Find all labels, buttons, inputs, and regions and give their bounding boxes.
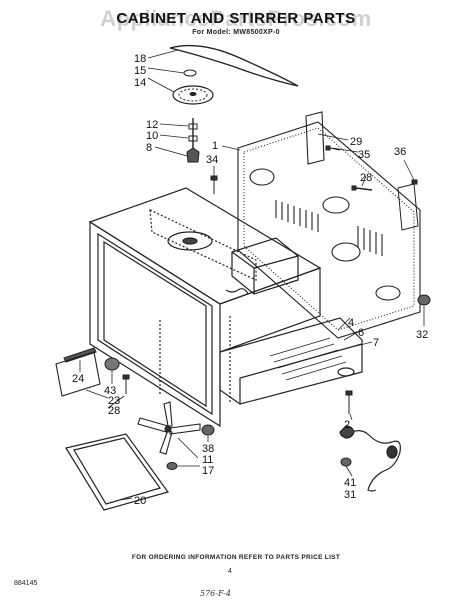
callout-41: 41 — [344, 477, 356, 489]
access-cover-23 — [55, 351, 101, 397]
oven-cabinet — [88, 187, 363, 428]
callout-36: 36 — [394, 146, 406, 158]
diagram-title: CABINET AND STIRRER PARTS — [116, 10, 356, 27]
power-cord — [339, 425, 401, 492]
callout-17: 17 — [202, 465, 214, 477]
callout-10: 10 — [146, 130, 158, 142]
callout-24: 24 — [72, 373, 84, 385]
callout-28-upper: 28 — [360, 172, 372, 184]
callout-38: 38 — [202, 443, 214, 455]
screw-28-lower — [122, 374, 130, 394]
screw-35 — [325, 145, 341, 151]
nut-17 — [166, 462, 178, 470]
callout-34: 34 — [206, 154, 218, 166]
vent-slots — [275, 200, 383, 256]
base-vents — [269, 337, 347, 381]
callout-11: 11 — [202, 454, 213, 466]
stirrer-belt — [169, 44, 299, 87]
callout-1: 1 — [212, 140, 218, 152]
callout-6: 6 — [358, 327, 364, 339]
callout-29: 29 — [350, 136, 362, 148]
nut-32 — [417, 294, 431, 306]
callout-2: 2 — [344, 419, 350, 431]
leader-lines — [79, 49, 425, 501]
callout-7: 7 — [373, 337, 379, 349]
callout-43: 43 — [104, 385, 116, 397]
callout-35: 35 — [358, 149, 370, 161]
stirrer-pulley — [183, 69, 197, 77]
handwritten-note: 576-F-4 — [200, 589, 231, 598]
screw-36 — [411, 179, 418, 185]
callout-4: 4 — [348, 317, 354, 329]
callout-12: 12 — [146, 119, 158, 131]
glass-tray-20 — [65, 433, 169, 511]
callout-32: 32 — [416, 329, 428, 341]
page-number: 4 — [228, 568, 232, 575]
callout-20: 20 — [134, 495, 146, 507]
screw-28 — [351, 185, 373, 191]
screw-2 — [345, 390, 353, 414]
callout-14: 14 — [134, 77, 146, 89]
ordering-info: FOR ORDERING INFORMATION REFER TO PARTS … — [131, 554, 341, 561]
screw-34 — [210, 175, 218, 194]
callout-23: 23 — [108, 395, 120, 407]
callout-15: 15 — [134, 65, 146, 77]
grommet-43 — [104, 357, 120, 371]
nut-38 — [201, 424, 215, 436]
fan-blade-11 — [137, 401, 201, 455]
callout-28-lower: 28 — [108, 405, 120, 417]
stirrer-shaft — [186, 118, 200, 163]
callout-8: 8 — [146, 142, 152, 154]
document-number: 884145 — [14, 580, 38, 587]
callout-labels: 18 15 14 12 10 8 34 1 29 35 36 28 4 6 7 … — [72, 53, 428, 507]
cover-plate-29 — [305, 111, 325, 165]
stirrer-blade — [172, 85, 214, 105]
callout-18: 18 — [134, 53, 146, 65]
callout-31: 31 — [344, 489, 356, 501]
model-line: For Model: MW8500XP-0 — [192, 29, 280, 36]
watermark: AppliancePartsPros.com — [100, 6, 372, 31]
back-panel — [237, 121, 421, 339]
bracket-36 — [397, 183, 419, 231]
clamp-41 — [340, 457, 352, 467]
